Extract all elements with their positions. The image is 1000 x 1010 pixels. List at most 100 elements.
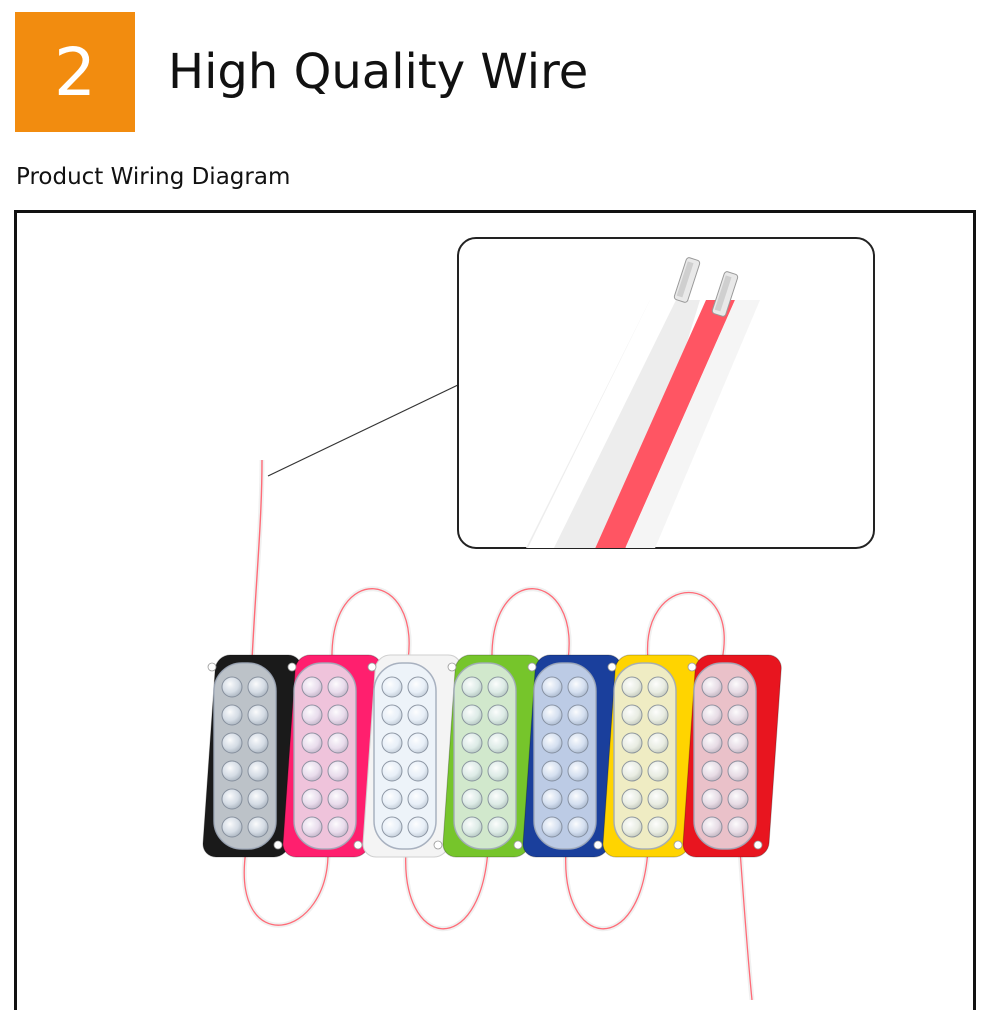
- led-lens: [461, 760, 483, 782]
- lead-wire-stripe: [251, 459, 263, 661]
- led-lens: [461, 788, 483, 810]
- led-lens: [461, 704, 483, 726]
- led-module: [442, 654, 542, 858]
- led-lens: [247, 704, 269, 726]
- led-lens: [461, 676, 483, 698]
- led-lens: [407, 732, 429, 754]
- led-lens: [381, 760, 403, 782]
- led-lens: [647, 816, 669, 838]
- led-lens: [701, 816, 723, 838]
- led-lens: [381, 704, 403, 726]
- led-lens: [487, 732, 509, 754]
- led-lens: [567, 704, 589, 726]
- led-module: [682, 654, 782, 858]
- led-lens: [567, 788, 589, 810]
- page-title: High Quality Wire: [168, 44, 589, 100]
- led-lens: [327, 704, 349, 726]
- led-lens: [247, 732, 269, 754]
- led-lens: [621, 816, 643, 838]
- led-lens: [327, 676, 349, 698]
- led-lens: [301, 676, 323, 698]
- led-lens: [701, 788, 723, 810]
- led-lens: [567, 676, 589, 698]
- led-lens: [647, 676, 669, 698]
- led-lens: [461, 816, 483, 838]
- led-lens: [701, 732, 723, 754]
- led-module: [202, 654, 302, 858]
- connecting-wires-bottom: [241, 849, 755, 1000]
- led-module: [602, 654, 702, 858]
- led-lens: [727, 816, 749, 838]
- led-lens: [541, 760, 563, 782]
- led-lens: [541, 704, 563, 726]
- led-lens: [247, 676, 269, 698]
- step-number-badge: 2: [15, 12, 135, 132]
- led-lens: [381, 788, 403, 810]
- led-lens: [301, 704, 323, 726]
- led-lens: [727, 704, 749, 726]
- led-lens: [301, 788, 323, 810]
- led-lens: [407, 816, 429, 838]
- led-lens: [621, 760, 643, 782]
- led-lens: [221, 816, 243, 838]
- led-module: [362, 654, 462, 858]
- led-lens: [647, 760, 669, 782]
- led-lens: [407, 676, 429, 698]
- led-lens: [247, 760, 269, 782]
- led-lens: [541, 676, 563, 698]
- led-lens: [701, 760, 723, 782]
- led-lens: [727, 732, 749, 754]
- led-lens: [621, 788, 643, 810]
- led-lens: [701, 676, 723, 698]
- led-lens: [621, 676, 643, 698]
- led-lens: [567, 732, 589, 754]
- led-lens: [221, 732, 243, 754]
- led-lens: [647, 732, 669, 754]
- led-lens: [381, 732, 403, 754]
- led-lens: [647, 788, 669, 810]
- led-lens: [461, 732, 483, 754]
- connecting-wires-top: [329, 586, 727, 661]
- led-lens: [327, 732, 349, 754]
- led-lens: [487, 676, 509, 698]
- led-lens: [487, 704, 509, 726]
- led-lens: [221, 760, 243, 782]
- led-lens: [221, 676, 243, 698]
- led-lens: [541, 816, 563, 838]
- led-lens: [301, 732, 323, 754]
- led-lens: [647, 704, 669, 726]
- led-lens: [381, 816, 403, 838]
- led-lens: [327, 816, 349, 838]
- led-lens: [221, 704, 243, 726]
- led-module: [522, 654, 622, 858]
- led-lens: [247, 816, 269, 838]
- led-lens: [407, 760, 429, 782]
- led-modules-group: [202, 654, 782, 858]
- led-lens: [621, 732, 643, 754]
- led-lens: [301, 760, 323, 782]
- led-lens: [621, 704, 643, 726]
- led-lens: [727, 760, 749, 782]
- led-lens: [407, 704, 429, 726]
- led-lens: [727, 676, 749, 698]
- led-lens: [541, 788, 563, 810]
- led-lens: [327, 760, 349, 782]
- led-lens: [567, 816, 589, 838]
- led-lens: [221, 788, 243, 810]
- led-lens: [301, 816, 323, 838]
- led-lens: [727, 788, 749, 810]
- led-lens: [407, 788, 429, 810]
- led-lens: [487, 788, 509, 810]
- led-lens: [567, 760, 589, 782]
- led-lens: [247, 788, 269, 810]
- led-lens: [541, 732, 563, 754]
- section-subtitle: Product Wiring Diagram: [16, 164, 291, 190]
- led-lens: [487, 816, 509, 838]
- led-lens: [381, 676, 403, 698]
- led-lens: [327, 788, 349, 810]
- callout-leader-line: [267, 383, 461, 477]
- wire-zoom-callout: [457, 237, 875, 549]
- led-lens: [487, 760, 509, 782]
- led-lens: [701, 704, 723, 726]
